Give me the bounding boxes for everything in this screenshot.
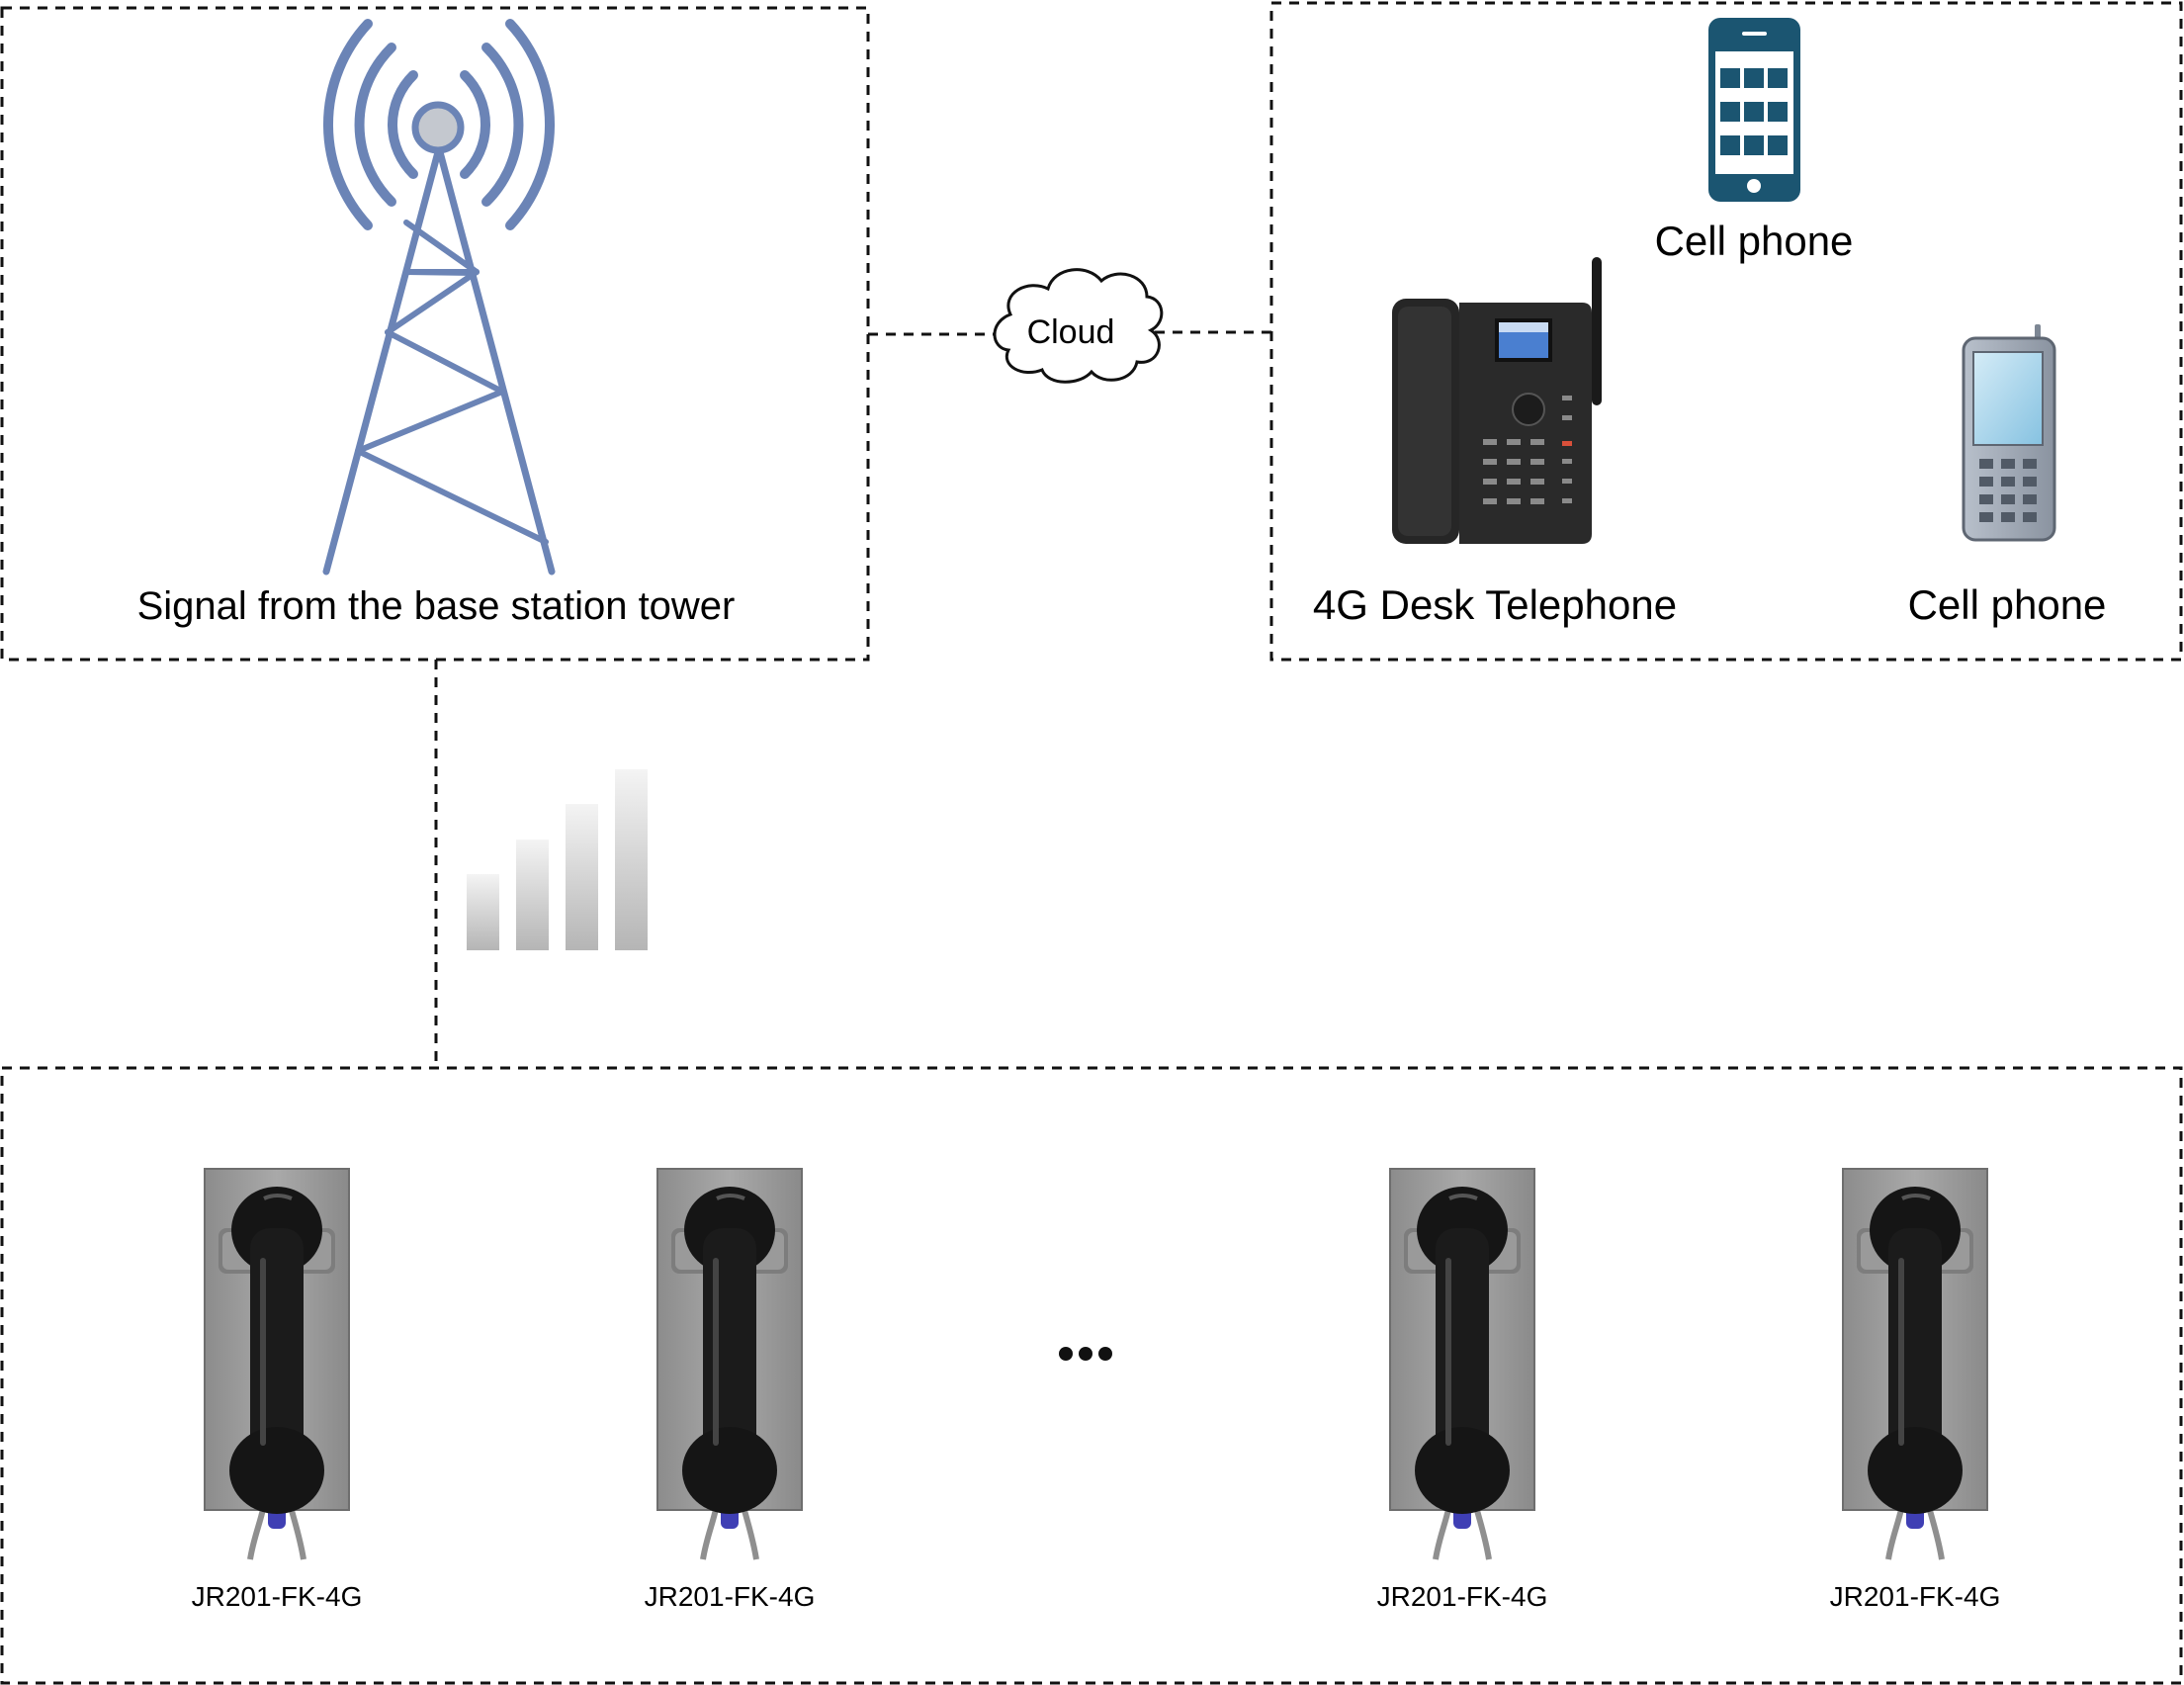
cell-tower-icon — [322, 19, 556, 576]
desk-phone-icon — [1392, 257, 1602, 544]
terminals-box — [0, 1066, 2183, 1685]
cloud-label: Cloud — [1027, 313, 1115, 351]
mobile-phone-label: Cell phone — [1908, 581, 2107, 628]
wall-phone-icon — [1390, 1169, 1534, 1559]
terminal-label: JR201-FK-4G — [192, 1581, 363, 1612]
wall-phone-icon — [1843, 1169, 1987, 1559]
cloud-icon — [993, 268, 1164, 384]
wall-phone-icon — [205, 1169, 349, 1559]
smartphone-label: Cell phone — [1655, 218, 1854, 264]
terminal-label: JR201-FK-4G — [645, 1581, 816, 1612]
desk-phone-label: 4G Desk Telephone — [1313, 581, 1677, 628]
terminal-label: JR201-FK-4G — [1830, 1581, 2001, 1612]
tower-antenna-node — [411, 101, 465, 154]
terminal-label: JR201-FK-4G — [1377, 1581, 1548, 1612]
wall-phone-icon — [657, 1169, 802, 1559]
mobile-phone-icon — [1962, 324, 2056, 542]
signal-bars-icon — [467, 769, 648, 950]
tower-box — [0, 6, 870, 662]
tower-label: Signal from the base station tower — [137, 584, 736, 628]
ellipsis-icon — [1059, 1347, 1112, 1361]
smartphone-icon — [1708, 18, 1800, 202]
